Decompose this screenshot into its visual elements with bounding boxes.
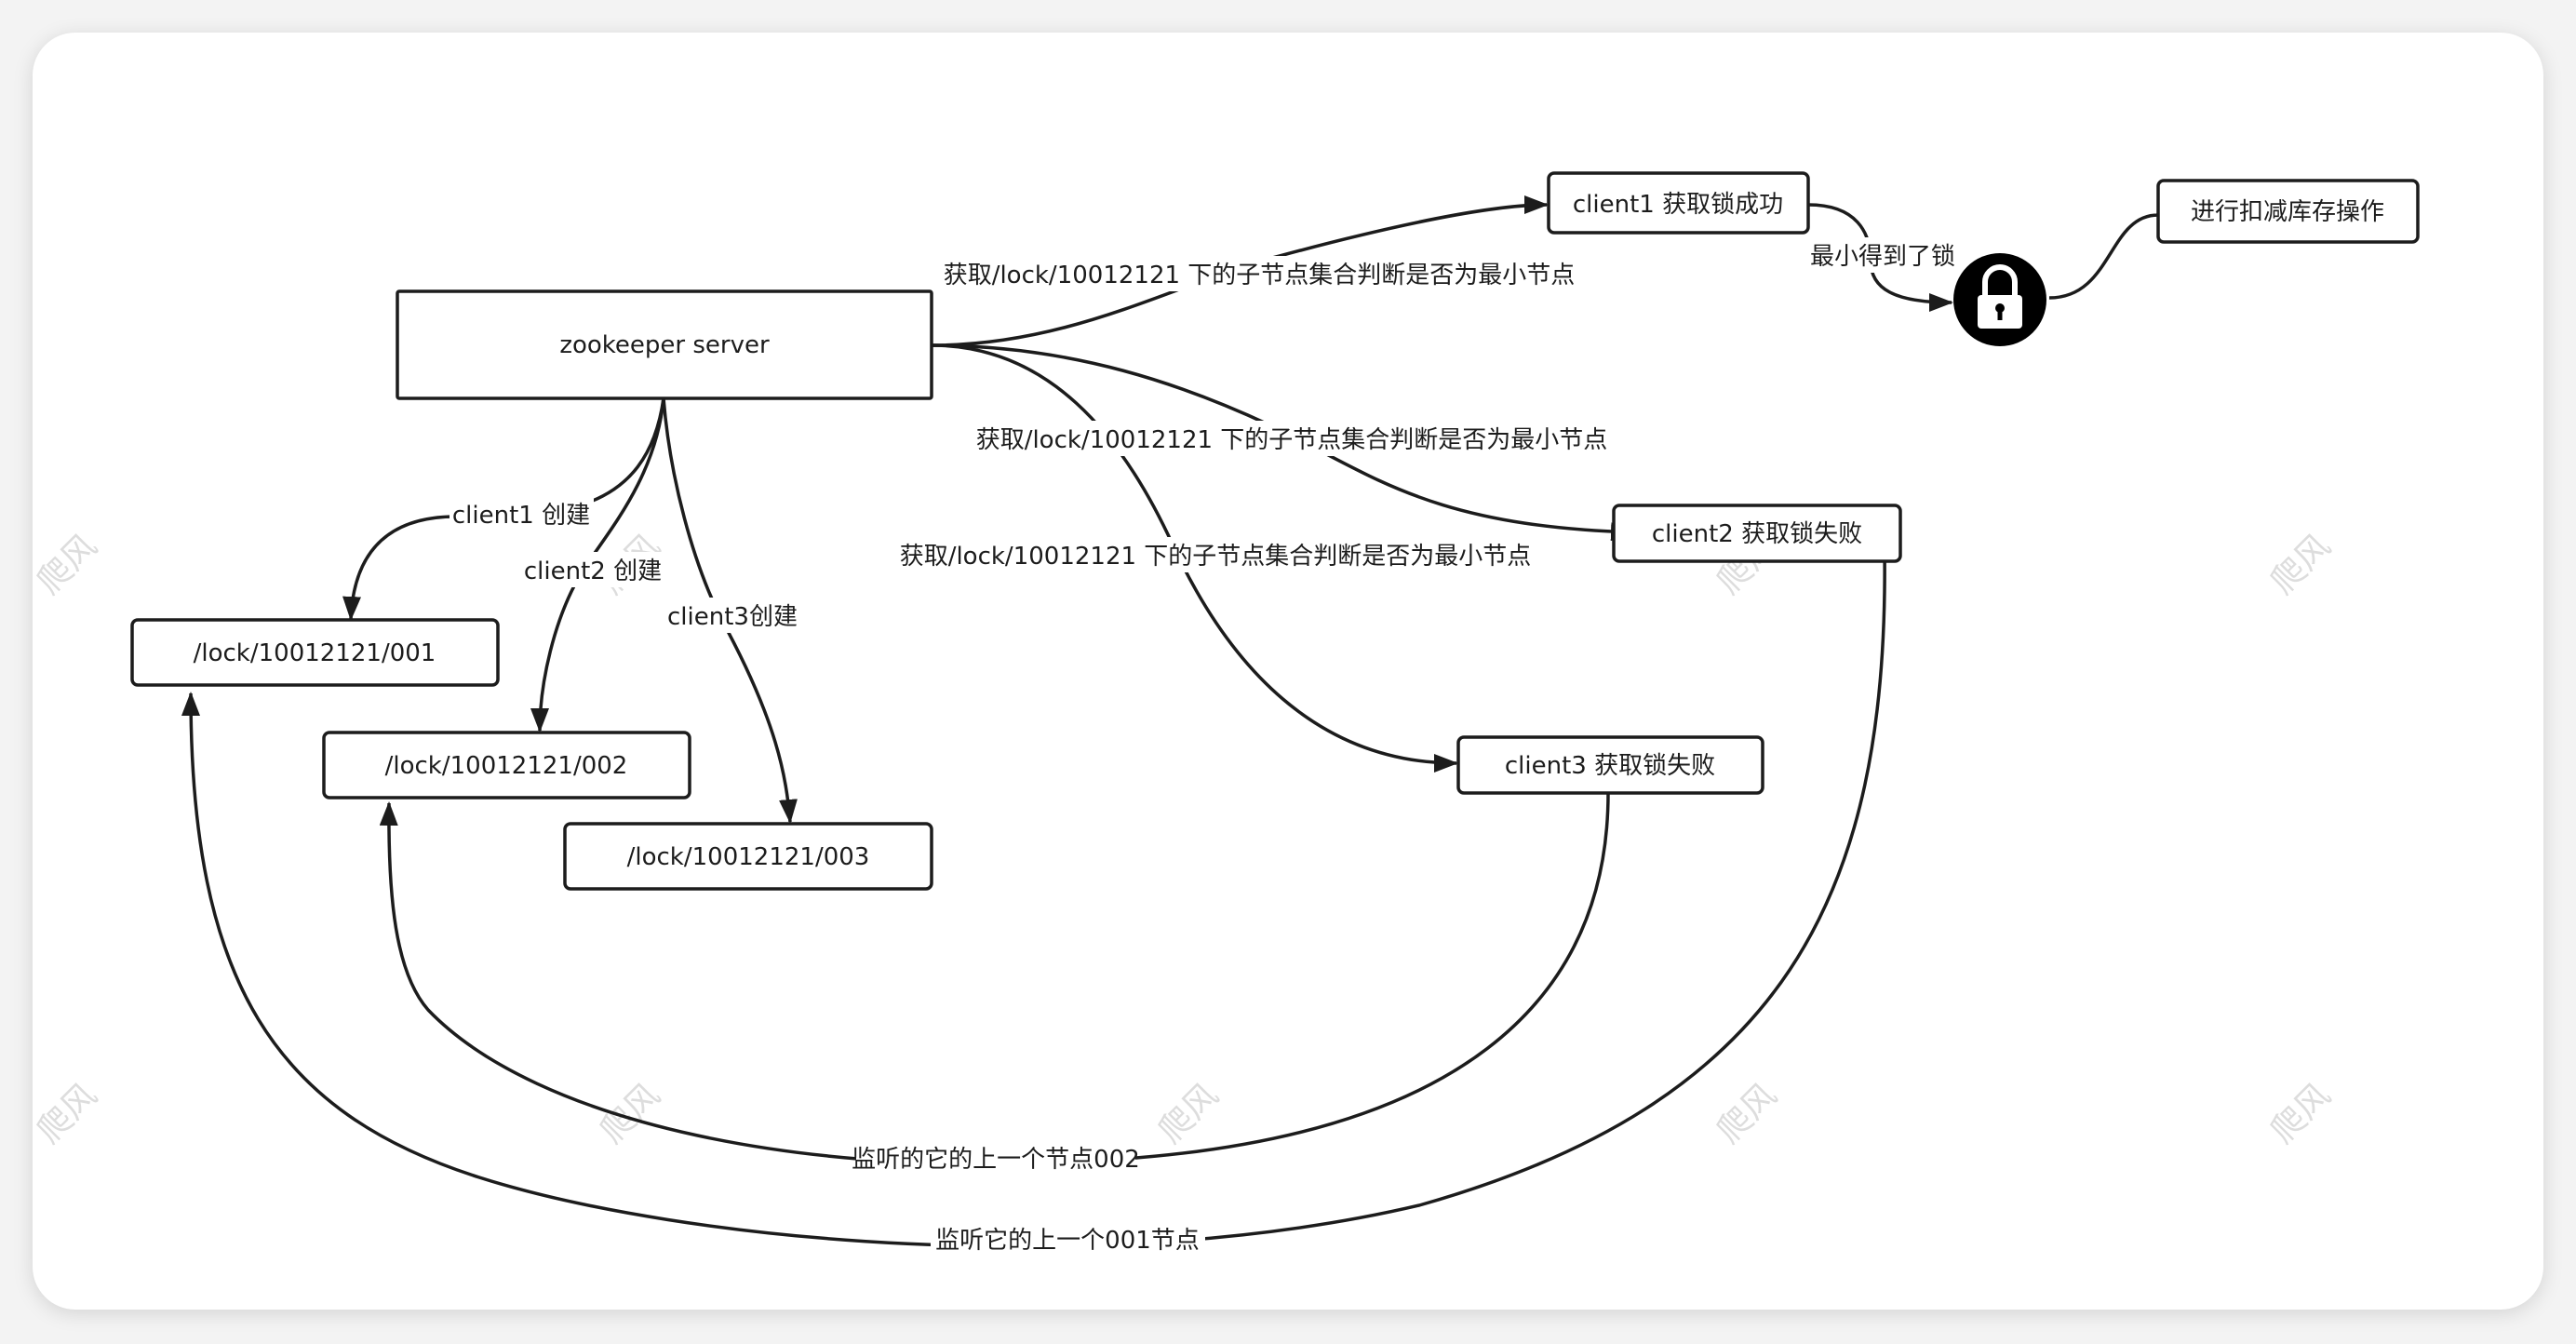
lock-icon	[1953, 253, 2046, 346]
watermark: 爬风	[2263, 527, 2338, 601]
node-label: /lock/10012121/002	[385, 752, 628, 780]
label-check-client3: 获取/lock/10012121 下的子节点集合判断是否为最小节点	[900, 543, 1532, 571]
label-client2-create: client2 创建	[524, 558, 662, 585]
watermark: 爬风	[593, 1076, 667, 1150]
flowchart: 爬风 爬风 爬风 爬风 爬风 爬风 爬风 爬风 爬风 client1 创建	[33, 171, 2420, 1257]
node-deduct-inventory: 进行扣减库存操作	[2156, 179, 2420, 244]
node-zookeeper-server: zookeeper server	[396, 289, 933, 400]
label-got-lock: 最小得到了锁	[1810, 243, 1955, 271]
watermark: 爬风	[1710, 1076, 1784, 1150]
node-lock-003: /lock/10012121/003	[563, 822, 933, 891]
node-lock-002: /lock/10012121/002	[322, 731, 691, 800]
node-client1-success: client1 获取锁成功	[1547, 171, 1810, 235]
node-label: zookeeper server	[559, 331, 770, 359]
node-client3-fail: client3 获取锁失败	[1456, 735, 1764, 795]
label-check-client1: 获取/lock/10012121 下的子节点集合判断是否为最小节点	[944, 262, 1576, 289]
node-label: /lock/10012121/001	[194, 639, 436, 667]
label-watch-001: 监听它的上一个001节点	[935, 1227, 1200, 1255]
node-label: client3 获取锁失败	[1505, 752, 1715, 780]
node-label: client2 获取锁失败	[1652, 520, 1862, 548]
watermark: 爬风	[33, 1076, 104, 1150]
watermark: 爬风	[2263, 1076, 2338, 1150]
edge-labels: client1 创建 client2 创建 client3创建 获取/lock/…	[449, 237, 1962, 1257]
label-check-client2: 获取/lock/10012121 下的子节点集合判断是否为最小节点	[976, 426, 1608, 454]
edge-lock-to-deduct	[2048, 206, 2179, 300]
node-client2-fail: client2 获取锁失败	[1612, 504, 1902, 563]
label-watch-002: 监听的它的上一个节点002	[852, 1146, 1140, 1174]
watermark: 爬风	[33, 527, 104, 601]
node-label: 进行扣减库存操作	[2191, 198, 2384, 226]
node-lock-001: /lock/10012121/001	[130, 618, 500, 687]
label-client3-create: client3创建	[667, 603, 798, 631]
watermark: 爬风	[1151, 1076, 1226, 1150]
label-client1-create: client1 创建	[452, 502, 590, 530]
node-label: client1 获取锁成功	[1573, 191, 1783, 219]
diagram-canvas: 爬风 爬风 爬风 爬风 爬风 爬风 爬风 爬风 爬风 client1 创建	[33, 33, 2543, 1310]
node-label: /lock/10012121/003	[627, 843, 870, 871]
